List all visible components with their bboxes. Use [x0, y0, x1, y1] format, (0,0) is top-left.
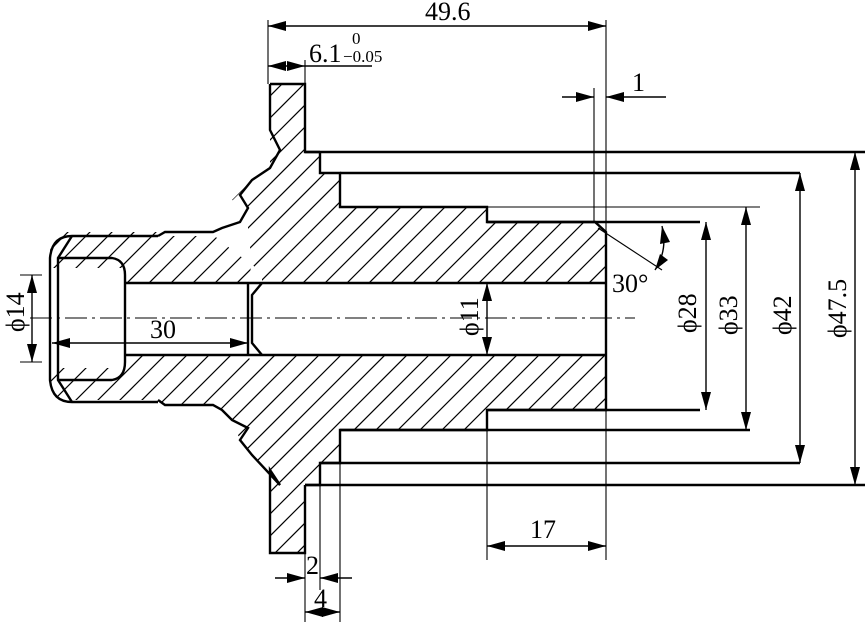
- dim-dia-42: ϕ42: [768, 295, 797, 335]
- dim-len-2: 2: [306, 551, 319, 580]
- hatch-line: [50, 84, 521, 553]
- hatch-line: [179, 84, 606, 553]
- dim-flange-thickness: 6.1: [309, 39, 342, 68]
- hatch-line: [50, 84, 279, 553]
- hatch-line: [135, 84, 606, 553]
- dim-len-4: 4: [314, 584, 327, 613]
- hatch-line: [50, 84, 235, 553]
- hatch-line: [50, 84, 345, 553]
- hatch-line: [113, 84, 606, 553]
- hatch-line: [50, 84, 606, 553]
- dim-len-17: 17: [530, 515, 556, 544]
- hatch-line: [50, 84, 587, 553]
- hatch-line: [443, 84, 606, 553]
- hatch-line: [553, 84, 606, 553]
- dim-flange-tol-lower: −0.05: [343, 47, 382, 66]
- dim-dia-14: ϕ14: [1, 292, 30, 332]
- dim-len-30: 30: [150, 315, 176, 344]
- dim-dia-11: ϕ11: [455, 297, 484, 336]
- dim-dia-28: ϕ28: [673, 293, 702, 333]
- hatch-line: [50, 84, 301, 553]
- hatch-line: [91, 84, 606, 553]
- hatch-line: [50, 84, 477, 553]
- hatch-line: [69, 84, 606, 553]
- dim-overall-length: 49.6: [425, 0, 471, 26]
- hatch-line: [50, 84, 455, 553]
- extension-lines: [20, 20, 663, 622]
- dim-dia-33: ϕ33: [714, 295, 743, 335]
- dim-chamfer-angle: 30°: [612, 269, 648, 298]
- dim-chamfer-width: 1: [632, 68, 645, 97]
- hatch-line: [50, 84, 433, 553]
- dim-flange-tol-upper: 0: [352, 29, 361, 48]
- dimension-lines: [27, 21, 860, 617]
- dim-dia-47-5: ϕ47.5: [823, 279, 852, 338]
- hatch-line: [50, 84, 257, 553]
- hatch-line: [50, 84, 367, 553]
- dimension-labels: 49.6 6.1 0 −0.05 1 30° ϕ14 30 ϕ11 ϕ28 ϕ3…: [1, 0, 852, 613]
- hatch-line: [465, 84, 606, 553]
- hatch-line: [50, 84, 411, 553]
